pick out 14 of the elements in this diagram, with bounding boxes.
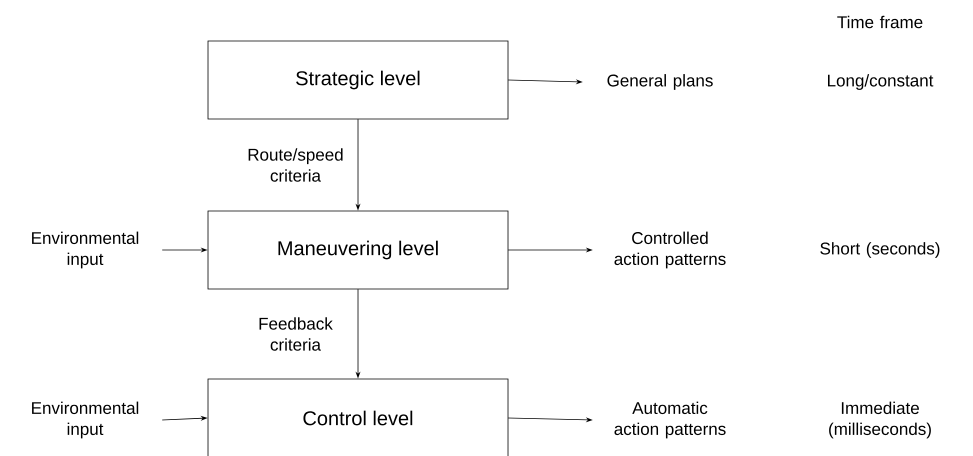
node-text: Controlled action patterns (614, 232, 726, 268)
node-text: Automatic action patterns (614, 402, 726, 438)
edge-label: Route/speed criteria (248, 148, 343, 182)
time-frame-text: Short (seconds) (820, 242, 940, 258)
time-frame-text: Time frame (837, 16, 922, 28)
time-frame-text: Immediate (milliseconds) (829, 402, 931, 438)
level-box: Maneuvering level (208, 210, 508, 290)
level-box: Control level (208, 378, 508, 456)
time-frame-text: Long/constant (828, 74, 934, 90)
edge-label: Feedback criteria (260, 317, 333, 351)
node-text: Environmental input (32, 402, 138, 438)
node-text: Environmental input (32, 232, 138, 268)
level-box: Strategic level (208, 40, 508, 120)
node-text: General plans (607, 74, 713, 90)
